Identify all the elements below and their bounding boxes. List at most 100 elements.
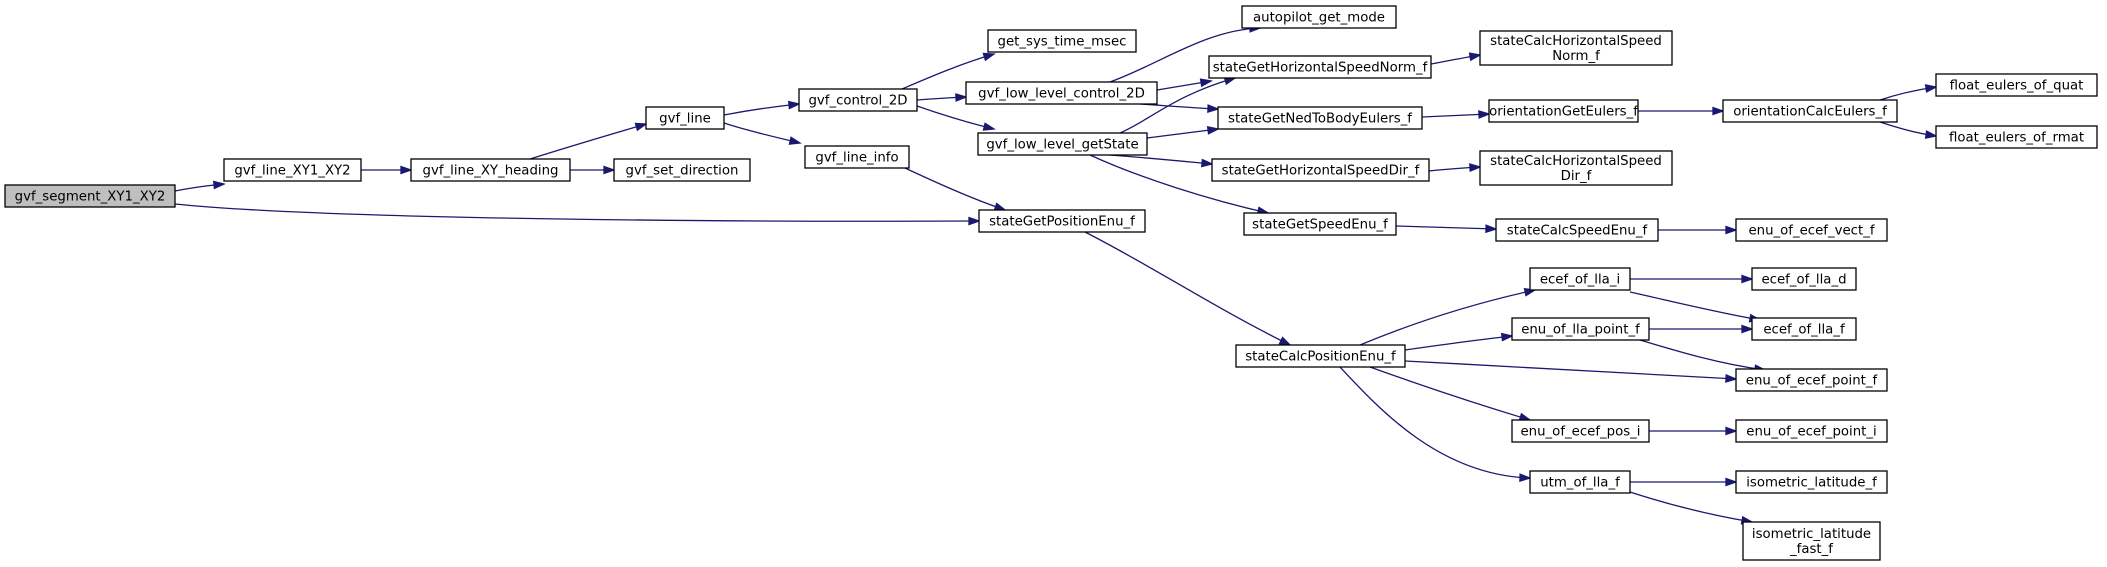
edge-arrowhead: [1206, 125, 1220, 135]
node-stategetpositionenu-f[interactable]: stateGetPositionEnu_f: [978, 209, 1146, 233]
node-autopilot-get-mode[interactable]: autopilot_get_mode: [1241, 5, 1397, 29]
node-box[interactable]: [410, 158, 571, 182]
edge-line: [1139, 103, 1219, 110]
edge-line: [529, 123, 647, 160]
node-box[interactable]: [1722, 99, 1898, 123]
node-box[interactable]: [1935, 73, 2098, 97]
node-box[interactable]: [1935, 125, 2098, 149]
node-box[interactable]: [1235, 344, 1406, 368]
node-label: Dir_f: [1561, 169, 1592, 184]
node-isometric-latitude-f[interactable]: isometric_latitude_f: [1735, 470, 1888, 494]
node-utm-of-lla-f[interactable]: utm_of_lla_f: [1529, 470, 1631, 494]
node-ecef-of-lla-f[interactable]: ecef_of_lla_f: [1751, 317, 1857, 341]
node-box[interactable]: [613, 158, 751, 182]
edge-n15-n17: [1879, 121, 1938, 139]
edge-arrowhead: [1725, 374, 1738, 383]
node-box[interactable]: [1211, 158, 1430, 182]
node-box[interactable]: [1735, 368, 1888, 392]
node-gvf-line-xy-heading[interactable]: gvf_line_XY_heading: [410, 158, 571, 182]
edge-line: [174, 203, 980, 222]
node-enu-of-ecef-point-i[interactable]: enu_of_ecef_point_i: [1735, 419, 1888, 443]
edge-arrowhead: [1712, 106, 1725, 116]
node-gvf-control-2d[interactable]: gvf_control_2D: [798, 88, 918, 112]
node-stategethorizontalspeednorm-f[interactable]: stateGetHorizontalSpeedNorm_f: [1208, 55, 1432, 79]
node-box[interactable]: [1742, 521, 1881, 561]
node-box[interactable]: [223, 158, 362, 182]
node-gvf-segment-xy1-xy2[interactable]: gvf_segment_XY1_XY2: [4, 184, 176, 208]
node-box[interactable]: [1751, 317, 1857, 341]
node-box[interactable]: [1735, 419, 1888, 443]
node-box[interactable]: [1735, 218, 1888, 242]
node-box[interactable]: [1241, 5, 1397, 29]
node-box[interactable]: [1511, 317, 1650, 341]
node-label: enu_of_ecef_pos_i: [1521, 425, 1641, 440]
node-box[interactable]: [1208, 55, 1432, 79]
node-stategetnedtobodyeulers-f[interactable]: stateGetNedToBodyEulers_f: [1217, 106, 1423, 130]
node-gvf-set-direction[interactable]: gvf_set_direction: [613, 158, 751, 182]
node-gvf-line[interactable]: gvf_line: [645, 106, 725, 130]
node-gvf-low-level-getstate[interactable]: gvf_low_level_getState: [977, 132, 1148, 156]
node-enu-of-ecef-vect-f[interactable]: enu_of_ecef_vect_f: [1735, 218, 1888, 242]
node-ecef-of-lla-i[interactable]: ecef_of_lla_i: [1529, 267, 1631, 291]
edge-n25-n26: [1630, 274, 1754, 284]
node-gvf-line-xy1-xy2[interactable]: gvf_line_XY1_XY2: [223, 158, 362, 182]
node-box[interactable]: [804, 145, 910, 169]
node-ecef-of-lla-d[interactable]: ecef_of_lla_d: [1751, 267, 1857, 291]
edge-arrowhead: [1207, 104, 1220, 113]
edge-arrowhead: [1741, 324, 1754, 334]
node-box[interactable]: [1217, 106, 1423, 130]
node-box[interactable]: [978, 209, 1146, 233]
node-box[interactable]: [1243, 212, 1397, 236]
edge-n32-n33: [1630, 477, 1738, 487]
node-box[interactable]: [1479, 150, 1673, 186]
node-box[interactable]: [1529, 267, 1631, 291]
node-statecalcspeedenu-f[interactable]: stateCalcSpeedEnu_f: [1495, 218, 1659, 242]
node-box[interactable]: [1529, 470, 1631, 494]
node-enu-of-lla-point-f[interactable]: enu_of_lla_point_f: [1511, 317, 1650, 341]
node-box[interactable]: [4, 184, 176, 208]
node-box[interactable]: [798, 88, 918, 112]
node-box[interactable]: [1751, 267, 1857, 291]
node-label: Norm_f: [1552, 49, 1600, 64]
node-box[interactable]: [1495, 218, 1659, 242]
edge-line: [1629, 291, 1761, 321]
node-label: enu_of_lla_point_f: [1521, 323, 1640, 338]
edge-line: [1404, 335, 1513, 351]
node-float-eulers-of-quat[interactable]: float_eulers_of_quat: [1935, 73, 2098, 97]
node-box[interactable]: [987, 29, 1137, 53]
edge-line: [1629, 491, 1753, 523]
edge-arrowhead: [787, 100, 801, 110]
edge-arrowhead: [212, 180, 226, 190]
node-enu-of-ecef-point-f[interactable]: enu_of_ecef_point_f: [1735, 368, 1888, 392]
node-box[interactable]: [1511, 419, 1650, 443]
edge-line: [1109, 154, 1213, 165]
edge-arrowhead: [788, 136, 802, 145]
edge-n24-n30: [1369, 366, 1532, 422]
node-float-eulers-of-rmat[interactable]: float_eulers_of_rmat: [1935, 125, 2098, 149]
node-box[interactable]: [645, 106, 725, 130]
node-box[interactable]: [1488, 99, 1639, 123]
edge-n0-n1: [174, 180, 226, 192]
node-stategethorizontalspeeddir-f[interactable]: stateGetHorizontalSpeedDir_f: [1211, 158, 1430, 182]
node-gvf-line-info[interactable]: gvf_line_info: [804, 145, 910, 169]
node-statecalcpositionenu-f[interactable]: stateCalcPositionEnu_f: [1235, 344, 1406, 368]
node-box[interactable]: [977, 132, 1148, 156]
node-box[interactable]: [1735, 470, 1888, 494]
node-get-sys-time-msec[interactable]: get_sys_time_msec: [987, 29, 1137, 53]
node-orientationgeteulers-f[interactable]: orientationGetEulers_f: [1488, 99, 1639, 123]
node-gvf-low-level-control-2d[interactable]: gvf_low_level_control_2D: [965, 81, 1158, 105]
edge-arrowhead: [1924, 130, 1938, 139]
node-box[interactable]: [1479, 30, 1673, 66]
edge-n8-n11: [1156, 78, 1213, 91]
node-isometric-latitude-fast-f[interactable]: isometric_latitude_fast_f: [1742, 521, 1881, 561]
edge-n8-n13: [1139, 103, 1220, 113]
node-label: gvf_line_XY_heading: [423, 164, 559, 179]
edge-arrowhead: [634, 122, 648, 132]
node-box[interactable]: [965, 81, 1158, 105]
node-orientationcalceulers-f[interactable]: orientationCalcEulers_f: [1722, 99, 1898, 123]
node-stategetspeedenu-f[interactable]: stateGetSpeedEnu_f: [1243, 212, 1397, 236]
node-enu-of-ecef-pos-i[interactable]: enu_of_ecef_pos_i: [1511, 419, 1650, 443]
